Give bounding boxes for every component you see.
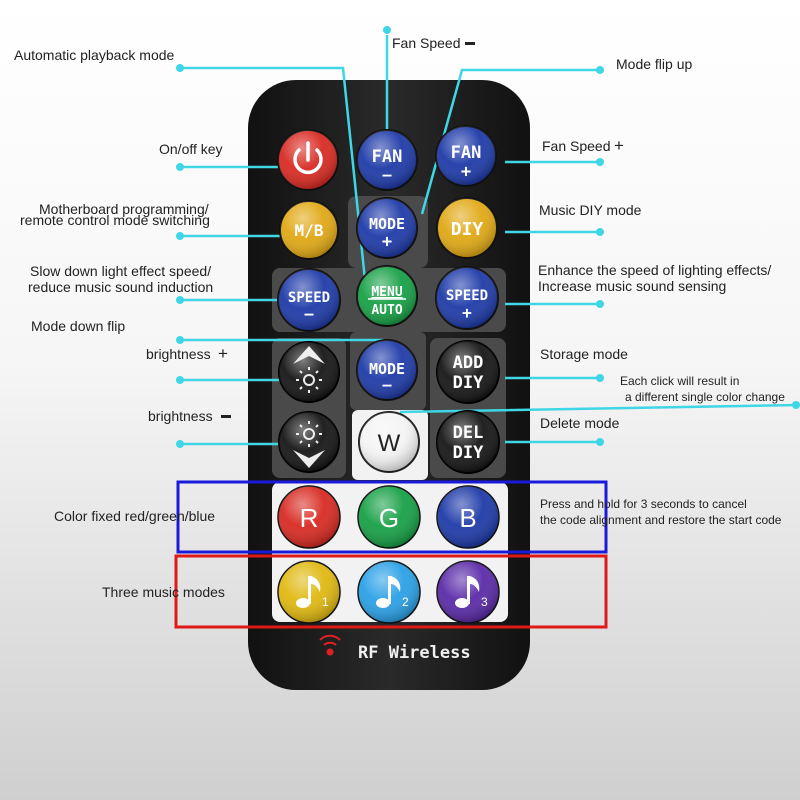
mb-button[interactable]: M/B [279,200,339,260]
red-button[interactable]: R [277,485,341,549]
mode-plus-button[interactable]: MODE + [356,197,418,259]
mode-minus-button[interactable]: MODE – [356,339,418,401]
label-fan-speed-minus: Fan Speed [392,35,475,51]
label-click-line1: Each click will result in [620,374,739,388]
label-click-line2: a different single color change [625,390,785,404]
fan-plus-bottom: + [461,162,471,182]
minus-icon [465,42,475,45]
brand-label: RF Wireless [358,643,471,663]
menu-label: MENU [371,285,402,300]
leader-dots [176,26,800,448]
add-diy-label: DIY [453,373,484,393]
menu-auto-button[interactable]: MENU AUTO [356,265,418,327]
label-slow-line1: Slow down light effect speed/ [30,263,211,279]
label-press-line2: the code alignment and restore the start… [540,513,782,527]
plus-icon: + [614,136,624,155]
label-color-fixed: Color fixed red/green/blue [54,508,215,524]
music-note-icon [376,576,401,608]
power-icon [293,141,323,175]
label-enhance-line1: Enhance the speed of lighting effects/ [538,262,771,278]
plus-icon: + [218,344,228,363]
b-label: B [459,503,476,533]
del-diy-label: DIY [453,443,484,463]
g-label: G [379,503,399,533]
label-mb-line2: remote control mode switching [20,212,210,228]
wireless-signal-icon [319,634,341,656]
svg-text:brightness: brightness [148,408,213,424]
music-2-button[interactable]: 2 [357,560,421,624]
speed-minus-top: SPEED [288,290,330,306]
music-1-label: 1 [322,595,329,609]
speed-plus-button[interactable]: SPEED + [435,266,499,330]
svg-text:Fan Speed: Fan Speed [542,138,611,154]
chevron-up-icon [293,346,325,364]
speed-minus-bottom: – [304,305,314,323]
label-delete-mode: Delete mode [540,415,620,431]
fan-plus-top: FAN [451,143,482,163]
music-2-label: 2 [402,595,409,609]
music-note-icon [455,576,480,608]
label-mode-down: Mode down flip [31,318,125,334]
music-highlight-box [174,554,608,629]
label-music-diy: Music DIY mode [539,202,642,218]
speed-plus-bottom: + [462,303,472,322]
music-3-label: 3 [481,595,488,609]
label-slow-line2: reduce music sound induction [28,279,213,295]
auto-label: AUTO [371,303,402,318]
svg-text:brightness: brightness [146,346,211,362]
add-label: ADD [453,353,484,373]
mode-minus-top: MODE [369,360,405,378]
label-mb-line1: Motherboard programming/ [39,201,209,217]
fan-minus-bottom: – [382,166,392,184]
blue-button[interactable]: B [436,485,500,549]
label-fan-speed-plus: Fan Speed + [542,136,624,155]
power-button[interactable] [277,129,339,191]
mb-label: M/B [295,221,324,240]
svg-text:Fan Speed: Fan Speed [392,35,461,51]
minus-icon [221,415,231,418]
diy-label: DIY [451,219,484,240]
add-diy-button[interactable]: ADD DIY [436,340,500,404]
label-storage-mode: Storage mode [540,346,628,362]
music-note-icon [296,576,321,608]
sun-icon [296,421,322,447]
music-1-button[interactable]: 1 [277,560,341,624]
del-diy-button[interactable]: DEL DIY [436,410,500,474]
label-mode-flip-up: Mode flip up [616,56,692,72]
brightness-minus-button[interactable] [278,411,340,473]
fan-plus-button[interactable]: FAN + [435,125,497,187]
white-button[interactable]: W [358,411,420,473]
color-highlight-box [176,480,608,554]
sun-icon [296,367,322,393]
chevron-down-icon [293,450,325,468]
label-press-line1: Press and hold for 3 seconds to cancel [540,497,747,511]
label-brightness-plus: brightness + [146,344,228,363]
brightness-plus-button[interactable] [278,341,340,403]
r-label: R [300,503,319,533]
w-label: W [378,430,401,457]
speed-minus-button[interactable]: SPEED – [277,268,341,332]
mode-minus-bottom: – [382,376,392,394]
mode-plus-bottom: + [382,232,392,252]
green-button[interactable]: G [357,485,421,549]
label-brightness-minus: brightness [148,408,231,424]
music-3-button[interactable]: 3 [436,560,500,624]
mode-plus-top: MODE [369,215,405,233]
label-on-off: On/off key [159,141,223,157]
label-three-music: Three music modes [102,584,225,600]
fan-minus-button[interactable]: FAN – [356,129,418,191]
speed-plus-top: SPEED [446,288,488,304]
label-automatic-playback: Automatic playback mode [14,47,175,63]
diy-button[interactable]: DIY [436,197,498,259]
label-enhance-line2: Increase music sound sensing [538,278,726,294]
del-label: DEL [453,423,484,443]
fan-minus-top: FAN [372,147,403,167]
